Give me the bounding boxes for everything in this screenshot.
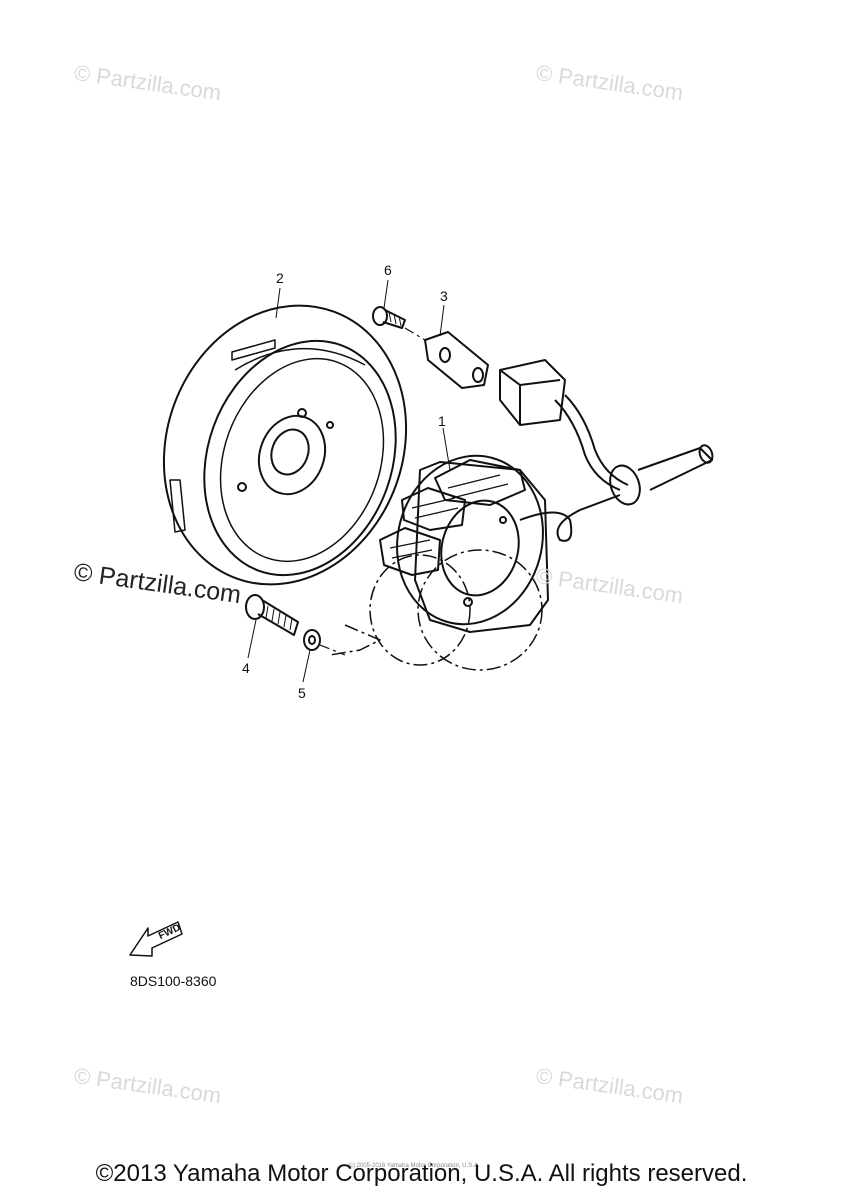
callout-4: 4 [242, 660, 250, 676]
screw [372, 306, 426, 341]
washer [303, 629, 346, 656]
tiny-copyright: (c) 2005-2016 Yamaha Motor Corporation, … [348, 1163, 480, 1169]
callout-3: 3 [440, 288, 448, 304]
leader-lines [247, 279, 451, 683]
callout-5: 5 [298, 685, 306, 701]
diagram-code: 8DS100-8360 [130, 973, 217, 989]
fwd-arrow-icon [129, 921, 183, 957]
pickup-coil [424, 331, 489, 389]
phantom-lines [329, 549, 543, 671]
callout-2: 2 [276, 270, 284, 286]
bolt [245, 594, 299, 636]
wire-harness [499, 359, 714, 542]
callout-6: 6 [384, 262, 392, 278]
callout-1: 1 [438, 413, 446, 429]
copyright-notice: ©2013 Yamaha Motor Corporation, U.S.A. A… [95, 1160, 748, 1187]
flywheel-rotor [162, 304, 408, 586]
